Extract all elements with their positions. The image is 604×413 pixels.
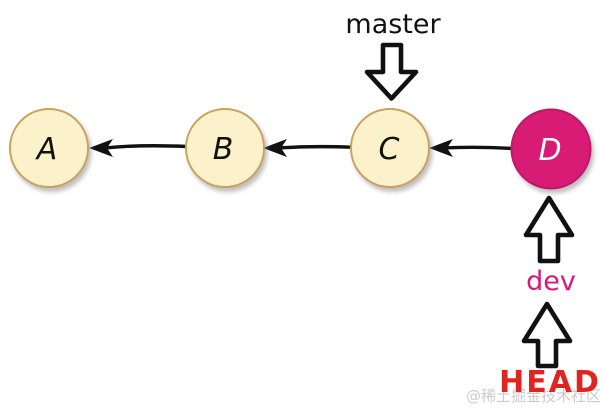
head-label: HEAD	[499, 365, 601, 400]
commit-circle-a	[9, 108, 89, 188]
edge-c-to-b-arrowhead-icon	[263, 139, 287, 157]
watermark: @稀土掘金技术社区	[466, 387, 601, 405]
edge-b-to-a-arrowhead-icon	[89, 139, 113, 157]
commit-circle-c	[350, 108, 430, 188]
master-branch-label: master	[345, 9, 441, 40]
dev-pointer-arrow-icon	[523, 195, 575, 264]
edge-d-to-c-arrowhead-icon	[429, 139, 453, 157]
edge-d-to-c	[445, 145, 514, 151]
edge-c-to-b	[279, 144, 354, 150]
commit-node-a: A	[9, 108, 89, 188]
commit-node-d: D	[510, 108, 592, 190]
commit-label-d: D	[538, 133, 561, 168]
commit-label-a: A	[35, 132, 58, 167]
dev-branch-label: dev	[526, 266, 576, 297]
commit-edges	[89, 139, 514, 157]
master-pointer-arrow-icon	[364, 42, 419, 101]
edge-b-to-a	[105, 144, 189, 150]
commit-circle-b	[185, 108, 265, 188]
head-pointer-arrow-icon	[521, 301, 573, 369]
commit-label-c: C	[379, 132, 400, 167]
commit-node-c: C	[350, 108, 430, 188]
commit-circle-d	[510, 108, 592, 190]
commit-node-b: B	[185, 108, 265, 188]
commit-label-b: B	[213, 132, 234, 167]
